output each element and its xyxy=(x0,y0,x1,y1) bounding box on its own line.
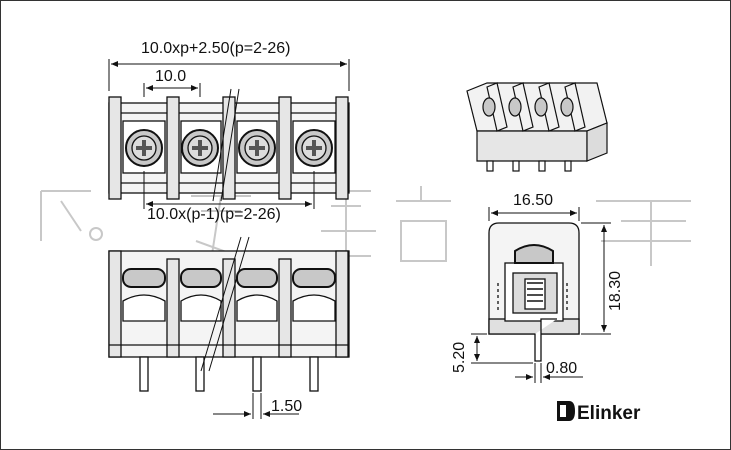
screw-1 xyxy=(125,129,163,167)
dim-pitch xyxy=(143,83,201,97)
pin-length-label: 5.20 xyxy=(451,342,468,373)
front-view xyxy=(108,236,350,392)
dim-pitch-span xyxy=(143,171,315,209)
iso-screws xyxy=(482,97,574,117)
brand-name: Elinker xyxy=(577,403,641,424)
dim-overall-width xyxy=(108,59,350,91)
dim-pin-thickness xyxy=(515,363,583,383)
side-view xyxy=(488,222,580,362)
pitch-label: 10.0 xyxy=(155,68,186,85)
top-view xyxy=(108,88,350,202)
logo-mark-icon xyxy=(557,401,575,421)
isometric-view xyxy=(466,82,608,172)
depth-label: 16.50 xyxy=(513,192,553,209)
dim-pin-length xyxy=(471,333,533,364)
screw-4 xyxy=(295,129,333,167)
overall-width-label: 10.0xp+2.50(p=2-26) xyxy=(141,40,290,57)
pin-width-label: 1.50 xyxy=(271,398,302,415)
dim-pin-width xyxy=(213,393,299,419)
pitch-span-label: 10.0x(p-1)(p=2-26) xyxy=(147,206,281,223)
elinker-logo: Elinker xyxy=(557,401,641,424)
pin-thickness-label: 0.80 xyxy=(546,360,577,377)
screw-2 xyxy=(181,129,219,167)
iso-barriers xyxy=(486,82,586,132)
screw-3 xyxy=(238,129,276,167)
height-label: 18.30 xyxy=(607,271,624,311)
iso-legs xyxy=(486,160,572,172)
dim-depth xyxy=(488,207,580,221)
dim-height xyxy=(581,222,611,335)
